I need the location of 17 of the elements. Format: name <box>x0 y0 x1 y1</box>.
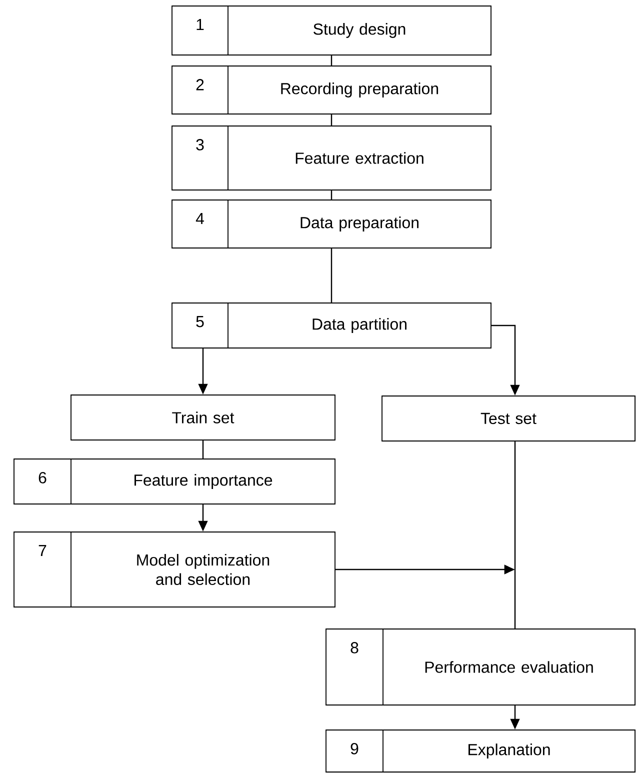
connector-line <box>514 441 516 629</box>
step-box: 9 Explanation <box>326 730 636 772</box>
step-box: 8 Performance evaluation <box>326 628 636 706</box>
connector-line <box>330 248 332 303</box>
set-box: Test set <box>382 396 636 442</box>
step-box: 1 Study design <box>172 6 492 56</box>
step-box: 3 Feature extraction <box>172 126 492 190</box>
step-box: 2 Recording preparation <box>172 66 492 114</box>
step-box: 5 Data partition <box>172 302 492 348</box>
connector-line <box>330 190 332 200</box>
connector-line <box>202 440 204 459</box>
set-box: Train set <box>70 394 336 440</box>
step-box: 7 Model optimization and selection <box>14 532 336 608</box>
step-box: 6 Feature importance <box>14 458 336 504</box>
connector-line <box>330 55 332 66</box>
connector-line <box>330 114 332 126</box>
step-box: 4 Data preparation <box>172 200 492 248</box>
